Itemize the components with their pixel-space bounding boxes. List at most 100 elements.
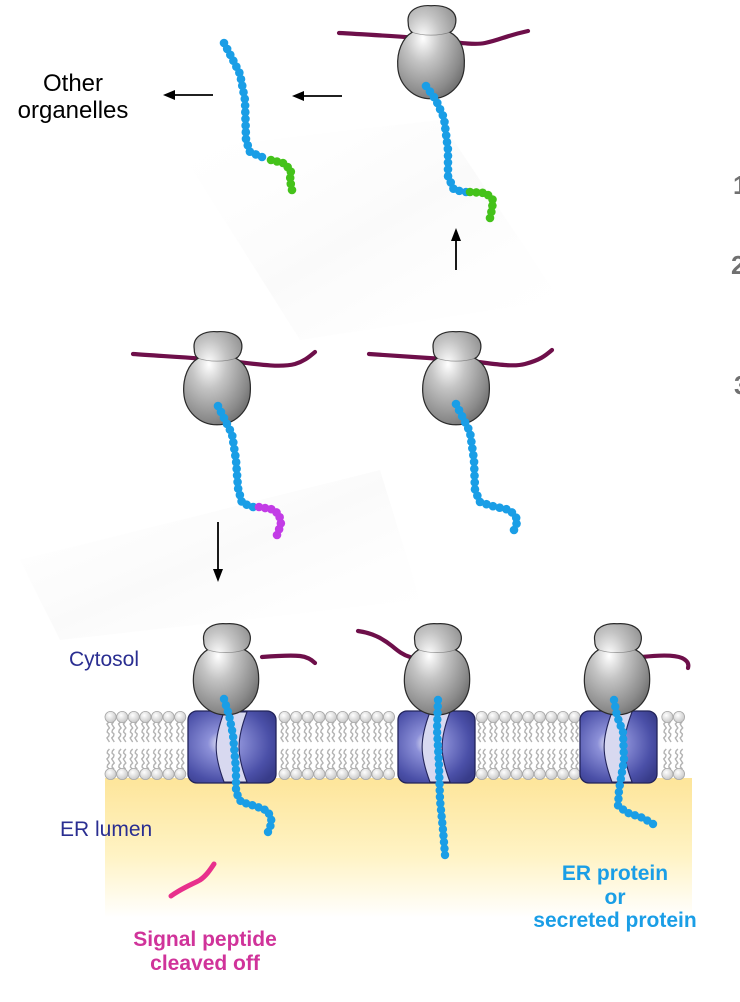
lipid-tail — [546, 748, 552, 770]
lipid-tail — [570, 721, 575, 743]
lipid-tail — [291, 748, 296, 770]
amino-acid-bead — [439, 831, 448, 840]
amino-acid-bead — [433, 715, 442, 724]
label-other-organelles-line1: Other — [42, 70, 104, 97]
amino-acid-bead — [470, 478, 480, 487]
lipid-tail — [361, 721, 366, 743]
lipid-head — [371, 711, 384, 724]
lipid-head — [498, 711, 511, 724]
lipid-head — [104, 711, 117, 724]
amino-acid-bead — [231, 765, 241, 774]
lipid-tail — [308, 748, 313, 770]
amino-acid-bead — [434, 766, 444, 776]
lipid-tail — [528, 748, 533, 770]
lipid-tail — [284, 721, 290, 743]
amino-acid-bead — [230, 752, 240, 761]
amino-acid-bead — [433, 708, 442, 718]
chain-top — [421, 81, 471, 197]
lipid-tail — [662, 748, 668, 770]
lipid-head — [116, 768, 129, 781]
amino-acid-bead — [223, 707, 233, 716]
lipid-tail — [296, 748, 301, 770]
lipid-tail — [319, 748, 324, 770]
label-other-organelles-line2: organelles — [17, 96, 129, 124]
er-signal-sequence — [254, 502, 286, 540]
lipid-head — [510, 711, 523, 724]
lipid-tail — [558, 748, 563, 770]
amino-acid-bead — [443, 165, 453, 174]
lipid-tail — [175, 748, 180, 770]
amino-acid-bead — [230, 444, 239, 454]
chain-membrane-right — [609, 695, 658, 829]
lipid-tail — [679, 748, 684, 770]
lipid-tail — [535, 748, 540, 770]
lipid-tail — [296, 721, 301, 743]
lipid-tail — [157, 748, 162, 770]
er-lumen-region — [105, 778, 692, 918]
lipid-head — [475, 768, 488, 781]
lipid-tail — [157, 721, 162, 743]
lipid-tail — [314, 748, 320, 770]
lipid-tail — [516, 721, 522, 743]
lipid-head — [301, 711, 314, 724]
lipid-tail — [477, 721, 482, 743]
lipid-tail — [314, 721, 320, 743]
amino-acid-bead — [441, 131, 451, 140]
lipid-head — [522, 711, 535, 724]
amino-acid-bead — [619, 748, 628, 757]
amino-acid-bead — [615, 781, 624, 790]
amino-acid-bead — [488, 501, 498, 511]
amino-acid-bead — [257, 152, 267, 162]
amino-acid-bead — [648, 819, 658, 829]
label-signal-peptide: Signal peptide cleaved off — [95, 928, 315, 975]
step-number-1: 1 — [733, 170, 740, 201]
amino-acid-bead — [433, 702, 442, 711]
lipid-tail — [516, 748, 522, 770]
amino-acid-bead — [441, 124, 450, 133]
label-er-protein-line3: secreted protein — [533, 909, 697, 933]
lipid-tail — [331, 721, 336, 743]
label-signal-peptide-line1: Signal peptide — [133, 928, 277, 951]
lipid-tail — [349, 721, 354, 743]
amino-acid-bead — [231, 451, 240, 460]
amino-acid-bead — [509, 525, 519, 535]
lipid-tail — [384, 721, 389, 743]
lipid-head — [324, 768, 337, 781]
amino-acid-bead — [466, 430, 475, 440]
lipid-tail — [145, 748, 150, 770]
amino-acid-bead — [432, 721, 442, 731]
lipid-head — [661, 768, 674, 781]
mrna-membrane-center — [355, 628, 413, 660]
lipid-tail — [662, 721, 668, 743]
lipid-tail — [389, 748, 394, 770]
step-number-3: 3 — [734, 370, 740, 401]
lipid-head — [359, 768, 372, 781]
amino-acid-bead — [469, 464, 479, 474]
amino-acid-bead — [454, 186, 464, 196]
amino-acid-bead — [618, 727, 628, 737]
amino-acid-bead — [435, 779, 444, 789]
arrow-to-other-organelles — [163, 90, 213, 100]
er-membrane — [104, 711, 686, 781]
ribosome-body — [397, 4, 466, 100]
amino-acid-bead — [617, 768, 627, 777]
lipid-tail — [505, 748, 510, 770]
lipid-head — [557, 711, 570, 724]
amino-acid-bead — [227, 726, 237, 735]
lipid-tail — [488, 748, 494, 770]
lipid-tail — [168, 748, 174, 770]
lipid-tail — [152, 721, 157, 743]
lipid-tail — [145, 721, 150, 743]
lipid-tail — [384, 748, 389, 770]
amino-acid-bead — [434, 747, 443, 756]
lipid-head — [487, 711, 500, 724]
lipid-tail — [122, 721, 127, 743]
lipid-tail — [303, 748, 308, 770]
lipid-tail — [180, 748, 185, 770]
mrna-middle-left — [130, 349, 318, 368]
released-protein-sorting-signal — [266, 155, 297, 195]
arrow-to-er-membrane — [213, 522, 223, 582]
lipid-head — [127, 768, 140, 781]
amino-acid-bead — [433, 734, 442, 743]
lipid-tail — [129, 748, 134, 770]
